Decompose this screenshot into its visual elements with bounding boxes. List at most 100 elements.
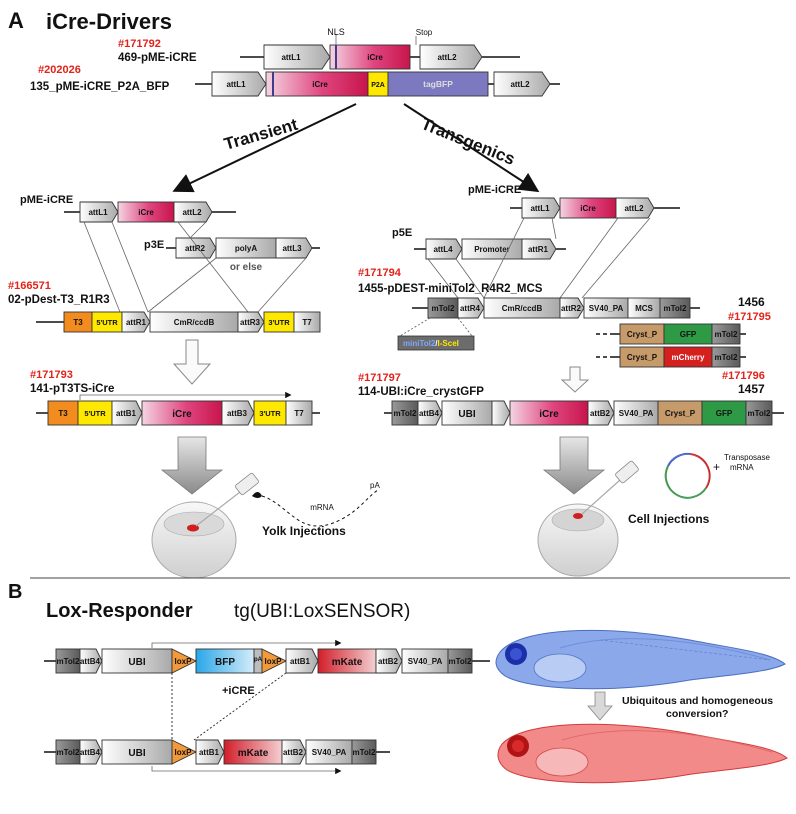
left-dest-3utr: 3'UTR [268, 318, 290, 327]
left-product-icre: iCre [172, 409, 192, 420]
left-dest-name: 02-pDest-T3_R1R3 [8, 294, 110, 306]
row2-attb4: attB4 [80, 748, 101, 757]
left-product-3utr: 3'UTR [259, 409, 281, 418]
left-product-id: #171793 [30, 369, 73, 381]
right-pme-attl2: attL2 [624, 204, 644, 213]
right-product-attb2: attB2 [590, 409, 611, 418]
row1-attb4: attB4 [80, 657, 101, 666]
transgenics-label: Transgenics [419, 114, 518, 169]
lox-row1-construct: mTol2 attB4 UBI loxP BFP pA loxP attB1 m… [44, 639, 490, 674]
right-p5e-attr1: attR1 [528, 245, 549, 254]
left-dest-t3: T3 [73, 318, 83, 327]
right-pme-attl1: attL1 [530, 204, 550, 213]
left-p3e-name: p3E [144, 239, 164, 251]
red-larva [497, 723, 788, 784]
row1-sv40: SV40_PA [408, 657, 443, 666]
alt2-cryst: Cryst_P [627, 353, 658, 362]
left-dest-id: #166571 [8, 280, 51, 292]
row1-mtol2a: mTol2 [57, 657, 81, 666]
row2-mtol2a: mTol2 [57, 748, 81, 757]
right-dest-sv40: SV40_PA [589, 304, 624, 313]
right-recombination-lines [427, 217, 651, 299]
right-product-name: 114-UBI:iCre_crystGFP [358, 386, 484, 398]
alt2-id: #171796 [722, 370, 765, 382]
top2-icre: iCre [312, 80, 328, 89]
right-product-mtol2b: mTol2 [748, 409, 772, 418]
top1-attl2: attL2 [437, 53, 457, 62]
panel-b-title: Lox-Responder [46, 600, 193, 622]
plus-sign: + [713, 460, 720, 474]
conversion-arrow [587, 691, 613, 721]
or-else-label: or else [230, 262, 263, 273]
right-p5e-promoter: Promoter [474, 245, 510, 254]
cell-injections-label: Cell Injections [628, 512, 710, 526]
right-pme-icre: iCre [580, 204, 596, 213]
right-p5e-construct: attL4 Promoter attR1 [414, 238, 566, 260]
right-p5e-attl4: attL4 [433, 245, 453, 254]
row1-loxp2: loxP [265, 657, 283, 666]
left-pme-icre: iCre [138, 208, 154, 217]
right-dest-attr4: attR4 [460, 304, 481, 313]
right-pme-name: pME-iCRE [468, 184, 521, 196]
right-product-cryst: Cryst_P [665, 409, 696, 418]
row1-bfp: BFP [215, 657, 235, 668]
blue-larva [495, 629, 786, 690]
left-dest-attr3: attR3 [240, 318, 261, 327]
right-dest-attr2: attR2 [561, 304, 582, 313]
top2-p2a: P2A [371, 82, 385, 89]
alt1-gfp: GFP [680, 330, 697, 339]
lox-guide-right [193, 672, 287, 741]
row2-mkate: mKate [238, 748, 269, 759]
pa-label: pA [370, 481, 380, 490]
top1-name: 469-pME-iCRE [118, 52, 197, 64]
left-product-5utr: 5'UTR [84, 409, 106, 418]
top2-id: #202026 [38, 64, 81, 76]
top2-name: 135_pME-iCRE_P2A_BFP [30, 81, 170, 93]
left-dest-cmr: CmR/ccdB [174, 318, 215, 327]
conversion-question: Ubiquitous and homogeneous [622, 695, 773, 707]
yolk-injections-label: Yolk Injections [262, 524, 346, 538]
left-pme-name: pME-iCRE [20, 194, 73, 206]
left-product-t7: T7 [294, 409, 304, 418]
lox-row2-construct: mTol2 attB4 UBI loxP attB1 mKate attB2 S… [44, 739, 390, 775]
top2-tagbfp: tagBFP [423, 79, 453, 89]
minitol2-sep: / [435, 339, 438, 348]
right-outline-arrow [560, 366, 590, 393]
cell-injection-illustration: + Transposase mRNA [537, 452, 771, 577]
left-recombination-lines [83, 221, 307, 313]
left-dest-construct: T3 5'UTR attR1 CmR/ccdB attR3 3'UTR T7 [36, 311, 321, 333]
left-p3e-construct: attR2 polyA attL3 or else [166, 237, 320, 273]
top1-id: #171792 [118, 38, 161, 50]
minitol2-callout [397, 335, 475, 351]
left-p3e-attl3: attL3 [282, 244, 302, 253]
right-dest-mtol2a: mTol2 [432, 304, 456, 313]
right-dest-cmr: CmR/ccdB [502, 304, 543, 313]
alt2-construct: Cryst_P mCherry mTol2 [596, 346, 746, 368]
yolk-injection-illustration: mRNA pA [151, 472, 380, 579]
left-p3e-attr2: attR2 [185, 244, 206, 253]
alt1-construct: Cryst_P GFP mTol2 [596, 323, 746, 345]
right-dest-name: 1455-pDEST-miniTol2_R4R2_MCS [358, 283, 543, 295]
transient-label: Transient [222, 115, 300, 154]
right-product-icre: iCre [539, 409, 559, 420]
plus-icre-label: +iCRE [222, 685, 255, 697]
right-product-mtol2a: mTol2 [394, 409, 418, 418]
top1-icre: iCre [367, 53, 383, 62]
right-product-gfp: GFP [716, 409, 733, 418]
top2-attl1: attL1 [226, 80, 246, 89]
left-dest-5utr: 5'UTR [96, 318, 118, 327]
alt2-number: 1457 [738, 382, 765, 396]
left-product-t3: T3 [58, 409, 68, 418]
right-dest-id: #171794 [358, 267, 402, 279]
right-dest-mtol2b: mTol2 [664, 304, 688, 313]
right-big-arrow [542, 436, 606, 495]
top2-attl2: attL2 [510, 80, 530, 89]
left-outline-arrow [172, 339, 212, 385]
panel-b-subtitle: tg(UBI:LoxSENSOR) [234, 601, 410, 622]
row1-mkate: mKate [332, 657, 363, 668]
left-pme-attl1: attL1 [88, 208, 108, 217]
row2-sv40: SV40_PA [312, 748, 347, 757]
alt1-cryst: Cryst_P [627, 330, 658, 339]
row1-ubi: UBI [128, 657, 145, 668]
